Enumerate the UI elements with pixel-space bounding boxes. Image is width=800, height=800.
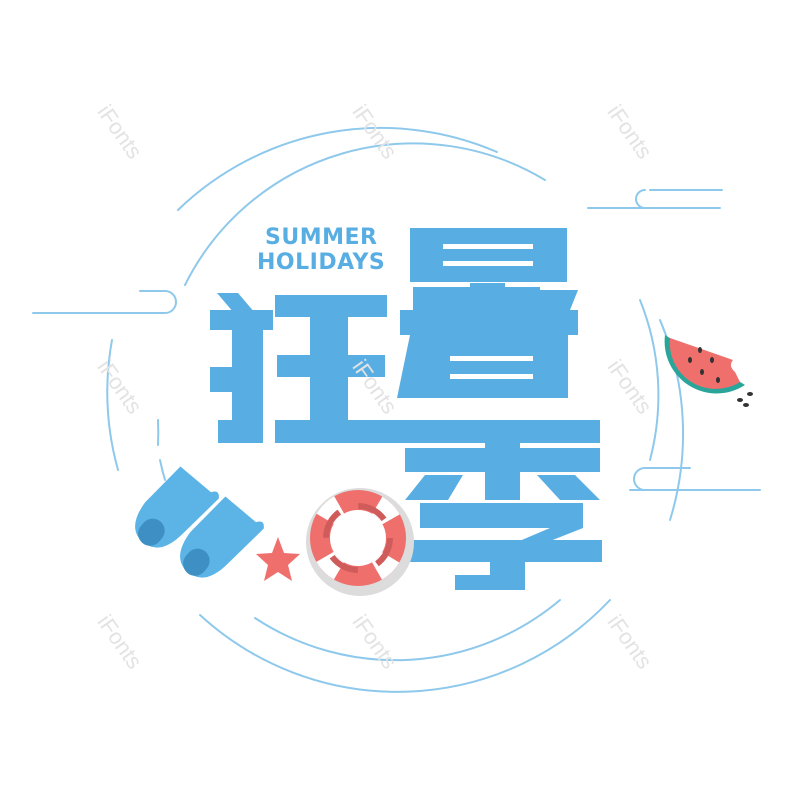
watermelon-icon xyxy=(664,335,753,407)
inner-circle-arc-top xyxy=(184,142,546,286)
inner-circle-arc-right xyxy=(639,299,660,461)
outer-circle-arc-top xyxy=(177,126,498,211)
inner-circle-arc-bottom xyxy=(254,599,561,662)
outer-circle-arc-bottom xyxy=(199,599,611,693)
life-buoy-icon xyxy=(306,488,414,596)
outer-circle-arc-left xyxy=(106,339,119,471)
wind-line-right-top xyxy=(587,189,723,209)
swim-fins-icon xyxy=(135,466,264,578)
title-english-line2: HOLIDAYS xyxy=(257,250,386,275)
wind-line-left xyxy=(32,290,177,314)
title-chinese-glyphs xyxy=(210,228,602,590)
starfish-icon xyxy=(256,537,300,581)
wind-line-right-bottom xyxy=(629,467,761,491)
inner-circle-arc-left-dash xyxy=(159,459,166,481)
title-english-line1: SUMMER xyxy=(265,225,378,250)
